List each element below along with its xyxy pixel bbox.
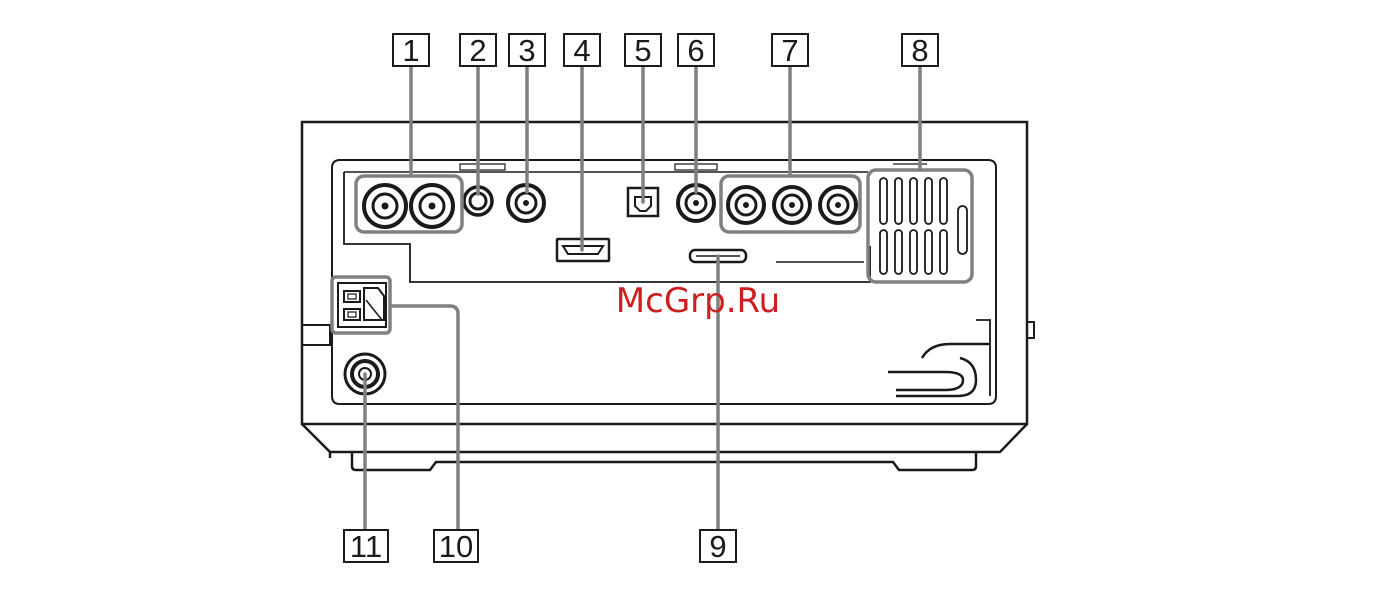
callout-label-1: 1	[402, 33, 419, 68]
callout-label-2: 2	[469, 33, 486, 68]
callout-label-6: 6	[687, 33, 704, 68]
power-cord	[888, 344, 990, 396]
callout-label-8: 8	[911, 33, 928, 68]
callout-label-10: 10	[439, 529, 473, 564]
leader-10	[390, 306, 458, 530]
callout-label-9: 9	[709, 529, 726, 564]
component-jacks	[728, 187, 856, 223]
callout-label-7: 7	[781, 33, 798, 68]
speaker-terminal	[338, 283, 386, 327]
ventilation-grille	[880, 178, 967, 274]
callout-label-11: 11	[350, 529, 382, 564]
callout-label-3: 3	[518, 33, 535, 68]
callout-label-4: 4	[573, 33, 590, 68]
audio-in-jacks	[364, 185, 453, 227]
watermark: McGrp.Ru	[616, 281, 780, 321]
callout-label-5: 5	[634, 33, 651, 68]
